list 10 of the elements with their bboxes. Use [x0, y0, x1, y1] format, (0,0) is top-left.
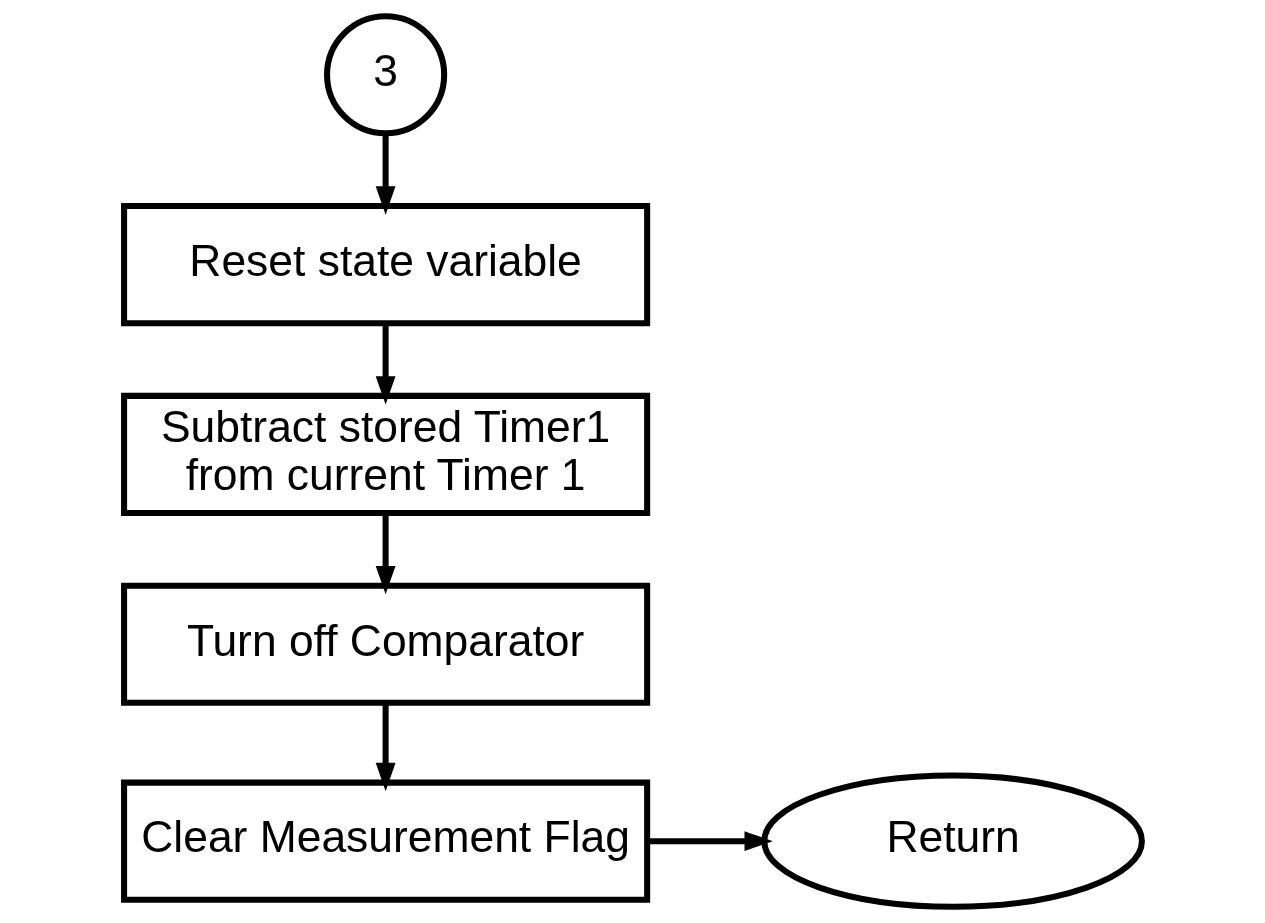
node-circle: 3 — [323, 13, 447, 137]
arrow — [375, 323, 396, 405]
node-ellipse: Return — [760, 772, 1145, 910]
arrow — [375, 513, 396, 595]
node-box: Reset state variable — [120, 203, 650, 327]
node-box: Clear Measurement Flag — [120, 779, 650, 903]
node-box: Turn off Comparator — [120, 582, 650, 706]
node-box: Subtract stored Timer1 from current Timer 1 — [120, 392, 650, 517]
arrow — [375, 703, 396, 792]
arrow — [375, 133, 396, 215]
